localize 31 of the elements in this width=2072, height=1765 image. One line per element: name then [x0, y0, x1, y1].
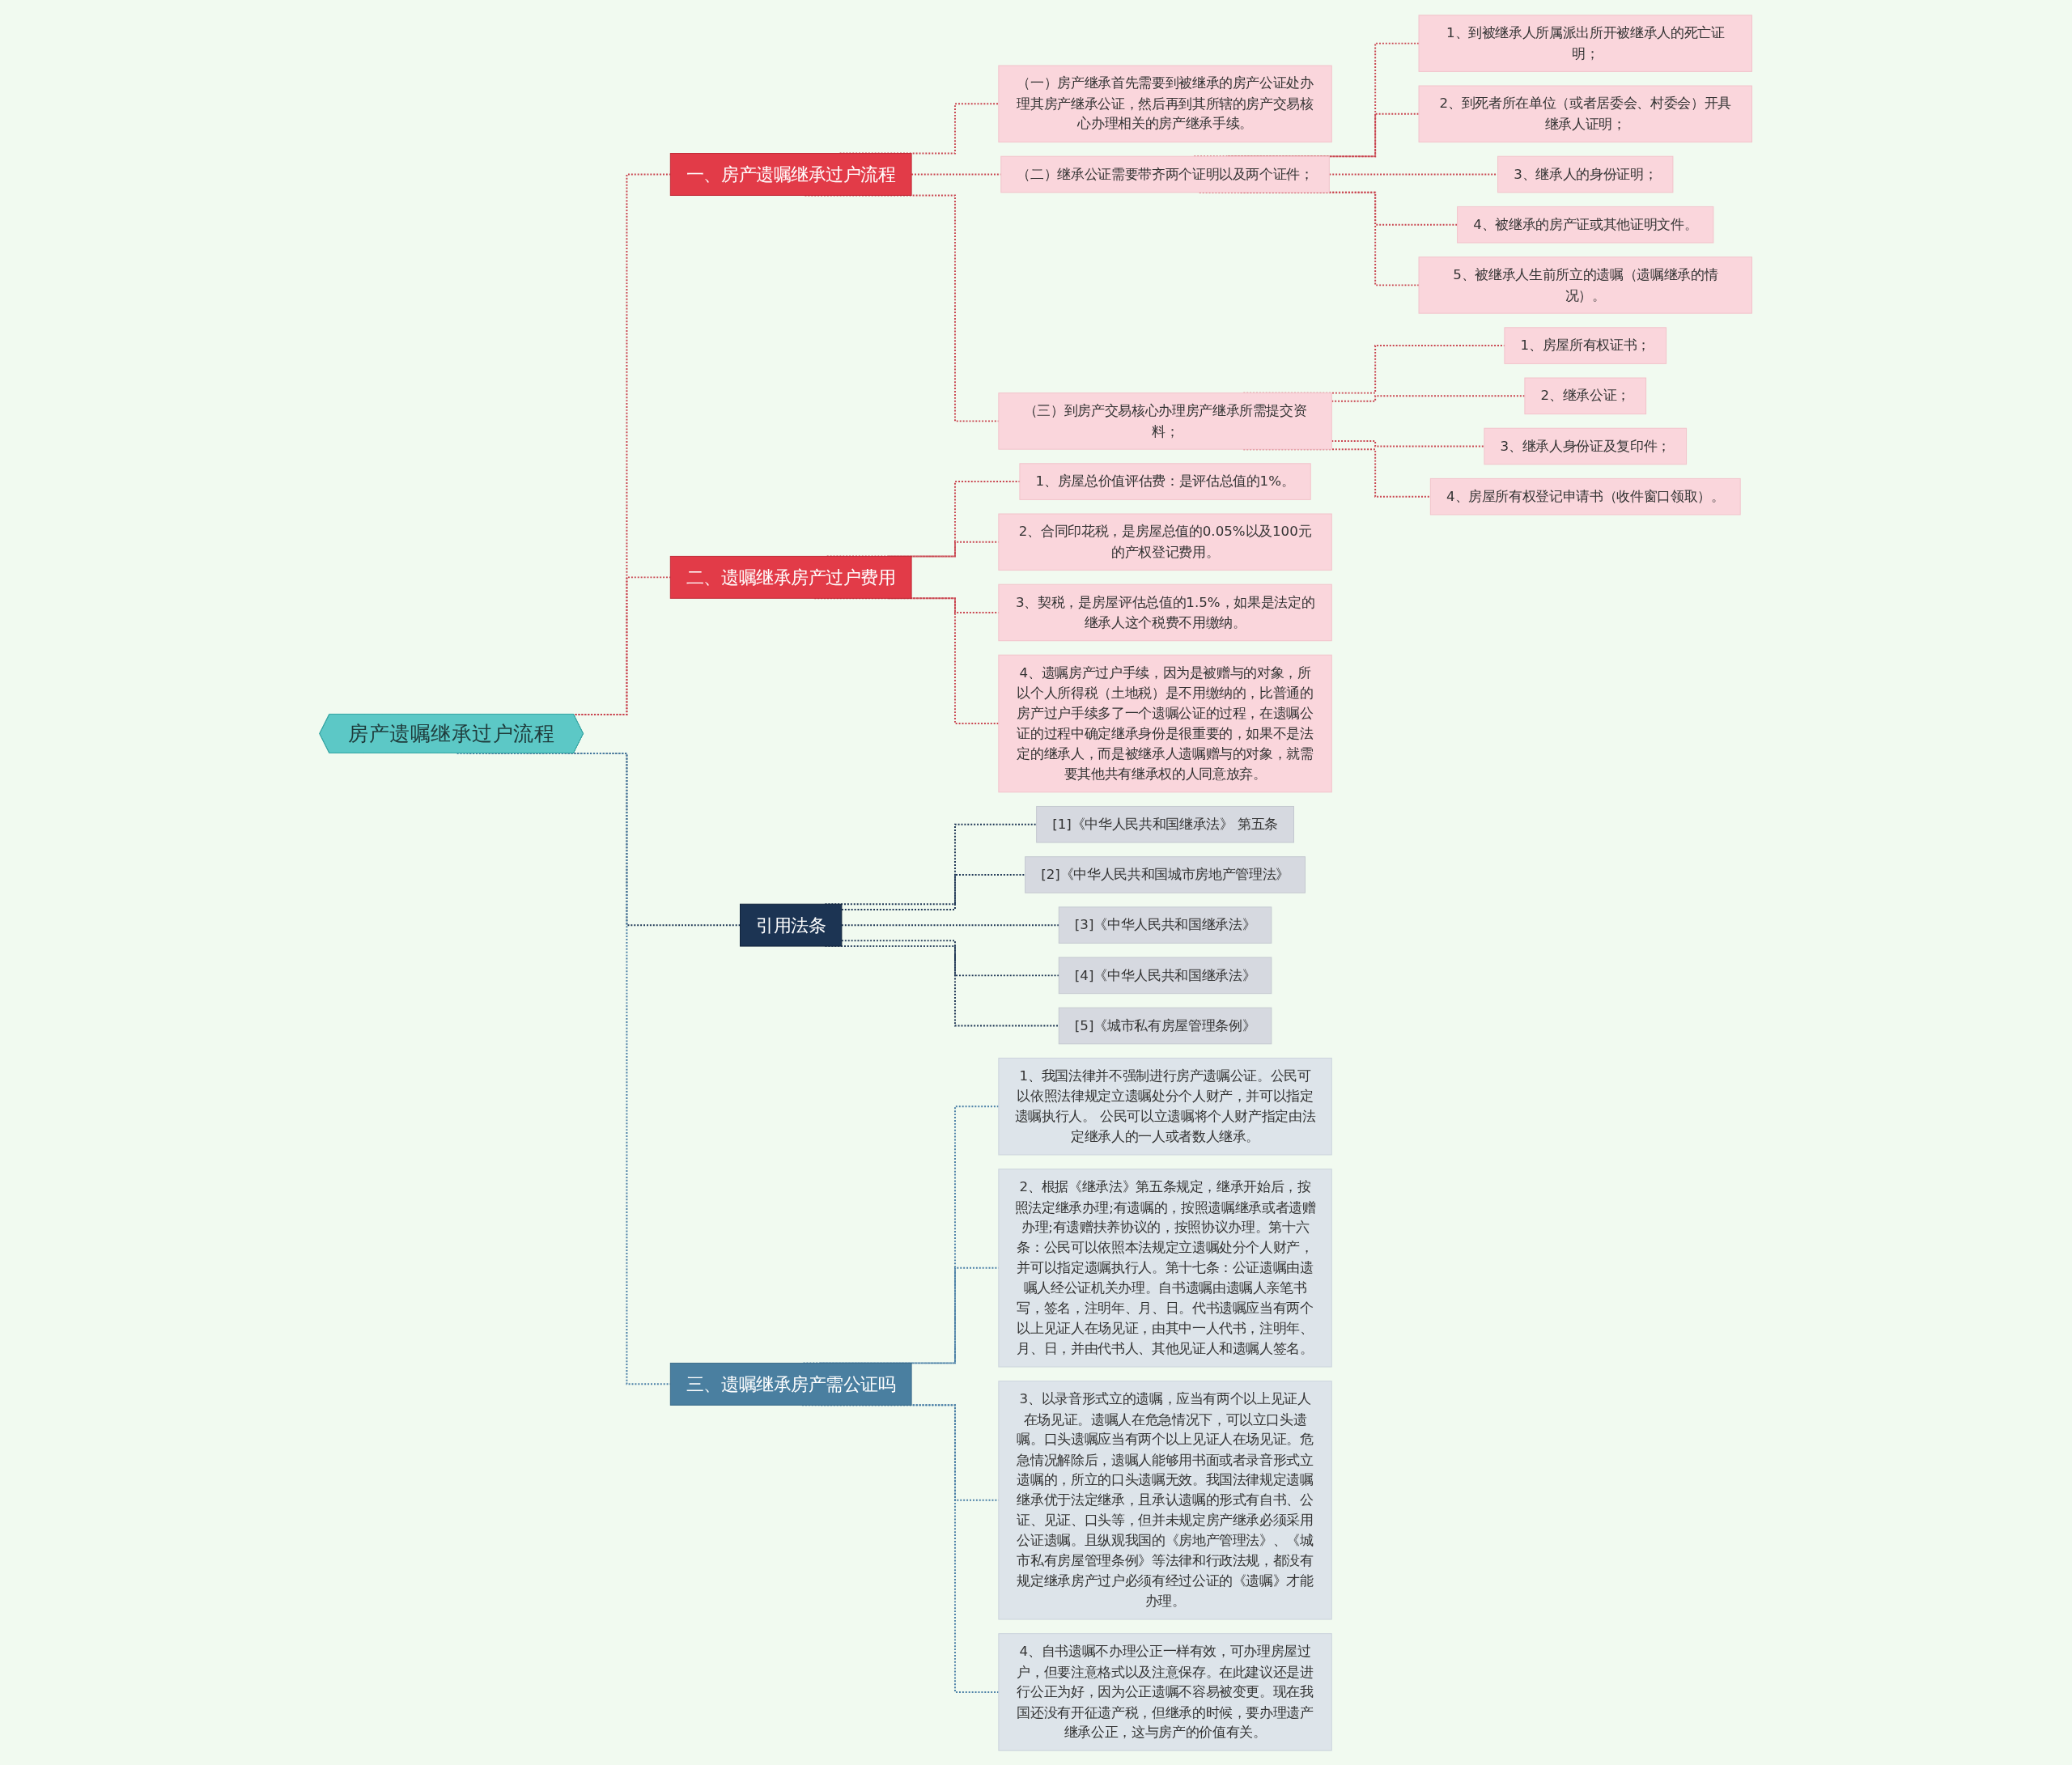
connector — [1331, 439, 1486, 447]
node-box: [5]《城市私有房屋管理条例》 — [1059, 1007, 1272, 1044]
node-box: 1、房屋所有权证书； — [1504, 326, 1667, 364]
node-box: [3]《中华人民共和国继承法》 — [1059, 906, 1272, 944]
node-box: 二、遗嘱继承房产过户费用 — [670, 555, 912, 599]
node-box: 4、遗嘱房产过户手续，因为是被赠与的对象，所以个人所得税（土地税）是不用缴纳的，比普通的房产过户手续多了一个遗嘱公证的过程，在遗嘱公证的过程中确定继承身份是很重要的，如果不是法定的继承人，而是被继承人遗嘱赠与的对象，就需要其他共有继承权的人同意放弃。 — [998, 654, 1333, 792]
node-box: 2、根据《继承法》第五条规定，继承开始后，按照法定继承办理;有遗嘱的，按照遗嘱继承或者遗赠办理;有遗赠扶养协议的，按照协议办理。第十六条：公民可以依照本法规定立遗嘱处分个人财产，并可以指定遗嘱执行人。第十七条：公证遗嘱由遗嘱人经公证机关办理。自书遗嘱由遗嘱人亲笔书写，签名，注明年、月、日。代书遗嘱应当有两个以上见证人在场见证，由其中一人代书，注明年、月、日，并由代书人、其他见证人和遗嘱人签名。 — [998, 1168, 1333, 1368]
node-box: 3、契税，是房屋评估总值的1.5%，如果是法定的继承人这个税费不用缴纳。 — [998, 583, 1333, 641]
node-box: 4、房屋所有权登记申请书（收件窗口领取）。 — [1430, 477, 1741, 515]
node-box: （三）到房产交易核心办理房产继承所需提交资料； — [998, 392, 1333, 450]
connector — [1331, 394, 1526, 402]
node-box: 一、房产遗嘱继承过户流程 — [670, 152, 912, 196]
node-box: （二）继承公证需要带齐两个证明以及两个证件； — [1000, 155, 1331, 193]
node-box: 3、继承人的身份证明； — [1497, 155, 1674, 193]
node-box: 引用法条 — [740, 903, 843, 947]
node-box: 3、继承人身份证及复印件； — [1484, 427, 1688, 465]
node-box: 三、遗嘱继承房产需公证吗 — [670, 1362, 912, 1406]
node-box: 2、继承公证； — [1524, 377, 1647, 414]
node-box: 1、我国法律并不强制进行房产遗嘱公证。公民可以依照法律规定立遗嘱处分个人财产，并可以指定遗嘱执行人。 公民可以立遗嘱将个人财产指定由法定继承人的一人或者数人继承。 — [998, 1057, 1333, 1155]
node-box: （一）房产继承首先需要到被继承的房产公证处办理其房产继承公证，然后再到其所辖的房产交易核心办理相关的房产继承手续。 — [998, 65, 1333, 142]
node-box: [1]《中华人民共和国继承法》 第五条 — [1036, 805, 1295, 843]
node-box: 1、到被继承人所属派出所开被继承人的死亡证明； — [1418, 14, 1753, 72]
node-box: 4、被继承的房产证或其他证明文件。 — [1457, 206, 1714, 243]
node-box: 5、被继承人生前所立的遗嘱（遗嘱继承的情况）。 — [1418, 256, 1753, 314]
node-box: 2、合同印花税，是房屋总值的0.05%以及100元的产权登记费用。 — [998, 513, 1333, 571]
node-box: 1、房屋总价值评估费：是评估总值的1%。 — [1019, 462, 1312, 500]
node-box: 2、到死者所在单位（或者居委会、村委会）开具继承人证明； — [1418, 85, 1753, 142]
node-box: 4、自书遗嘱不办理公正一样有效，可办理房屋过户，但要注意格式以及注意保存。在此建议还是进行公正为好，因为公正遗嘱不容易被变更。现在我国还没有开征遗产税，但继承的时候，要办理遗产继承公正，这与房产的价值有关。 — [998, 1632, 1333, 1751]
node-box: [2]《中华人民共和国城市房地产管理法》 — [1025, 855, 1306, 893]
node-box: [4]《中华人民共和国继承法》 — [1059, 957, 1272, 994]
node-box: 3、以录音形式立的遗嘱，应当有两个以上见证人在场见证。遗嘱人在危急情况下，可以立口头遗嘱。口头遗嘱应当有两个以上见证人在场见证。危急情况解除后，遗嘱人能够用书面或者录音形式立遗嘱的，所立的口头遗嘱无效。我国法律规定遗嘱继承优于法定继承，且承认遗嘱的形式有自书、公证、见证、口头等，但并未规定房产继承必须采用公证遗嘱。且纵观我国的《房地产管理法》、《城市私有房屋管理条例》等法律和行政法规，都没有规定继承房产过户必须有经过公证的《遗嘱》才能办理。 — [998, 1380, 1333, 1620]
